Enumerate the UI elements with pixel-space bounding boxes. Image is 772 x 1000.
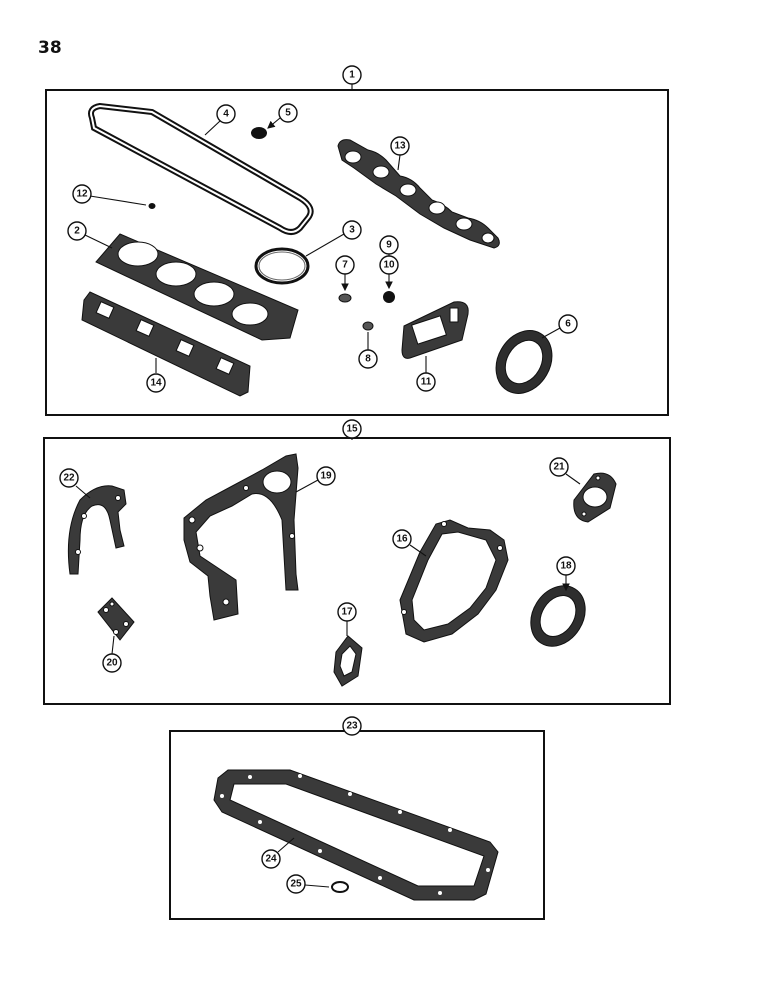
cylinder-head-gasket bbox=[95, 233, 299, 341]
callout-18: 18 bbox=[556, 556, 576, 576]
small-plug bbox=[148, 203, 156, 209]
front-cover-seal-gasket bbox=[67, 485, 127, 575]
svg-text:22: 22 bbox=[63, 473, 75, 484]
svg-text:19: 19 bbox=[320, 471, 332, 482]
plug-9-10 bbox=[383, 291, 395, 303]
o-ring-seal bbox=[254, 247, 310, 285]
callout-11: 11 bbox=[416, 372, 436, 392]
exhaust-manifold-gasket bbox=[337, 139, 500, 249]
svg-text:12: 12 bbox=[76, 189, 88, 200]
callout-kit-23: 23 bbox=[342, 716, 362, 736]
svg-text:7: 7 bbox=[342, 260, 348, 271]
water-pump-gasket bbox=[399, 519, 509, 643]
oil-seal bbox=[495, 330, 553, 394]
svg-text:3: 3 bbox=[349, 225, 355, 236]
callout-10: 10 bbox=[379, 255, 399, 275]
kit-23-panel: 23 bbox=[169, 716, 545, 920]
callout-21: 21 bbox=[549, 457, 569, 477]
svg-text:18: 18 bbox=[560, 561, 572, 572]
svg-text:2: 2 bbox=[74, 226, 80, 237]
callout-16: 16 bbox=[392, 529, 412, 549]
grommet bbox=[251, 127, 267, 139]
drain-plug-o-ring bbox=[331, 881, 349, 893]
washer-8 bbox=[362, 321, 374, 331]
kit-15-panel: 15 bbox=[43, 419, 671, 705]
svg-text:14: 14 bbox=[150, 378, 162, 389]
seal-ring bbox=[530, 585, 586, 647]
svg-text:9: 9 bbox=[386, 240, 392, 251]
callout-6: 6 bbox=[558, 314, 578, 334]
callout-14: 14 bbox=[146, 373, 166, 393]
svg-text:15: 15 bbox=[346, 424, 358, 435]
svg-text:16: 16 bbox=[396, 534, 408, 545]
callout-4: 4 bbox=[216, 104, 236, 124]
svg-text:8: 8 bbox=[365, 354, 371, 365]
timing-cover-gasket bbox=[183, 453, 299, 621]
svg-text:20: 20 bbox=[106, 658, 118, 669]
callout-12: 12 bbox=[72, 184, 92, 204]
kit-1-panel: 1 bbox=[45, 65, 669, 416]
oil-pan-gasket bbox=[213, 769, 499, 901]
svg-text:25: 25 bbox=[290, 879, 302, 890]
callout-24: 24 bbox=[261, 849, 281, 869]
washer-7 bbox=[338, 293, 352, 303]
round-cover-gasket bbox=[573, 472, 617, 523]
svg-text:21: 21 bbox=[553, 462, 565, 473]
callout-3: 3 bbox=[342, 220, 362, 240]
callout-2: 2 bbox=[67, 221, 87, 241]
svg-text:5: 5 bbox=[285, 108, 291, 119]
page-number: 38 bbox=[38, 38, 62, 58]
callout-17: 17 bbox=[337, 602, 357, 622]
svg-text:11: 11 bbox=[421, 377, 432, 388]
callout-20: 20 bbox=[102, 653, 122, 673]
callout-kit-15: 15 bbox=[342, 419, 362, 439]
callout-13: 13 bbox=[390, 136, 410, 156]
callout-8: 8 bbox=[358, 349, 378, 369]
svg-text:13: 13 bbox=[394, 141, 406, 152]
block-off-plate-gasket bbox=[97, 597, 135, 641]
callout-5: 5 bbox=[278, 103, 298, 123]
svg-text:24: 24 bbox=[265, 854, 277, 865]
svg-text:6: 6 bbox=[565, 319, 571, 330]
intake-manifold-gasket bbox=[81, 291, 251, 397]
svg-text:1: 1 bbox=[349, 70, 355, 81]
callout-7: 7 bbox=[335, 255, 355, 275]
callout-9: 9 bbox=[379, 235, 399, 255]
callout-kit-1: 1 bbox=[342, 65, 362, 85]
callout-19: 19 bbox=[316, 466, 336, 486]
svg-text:23: 23 bbox=[346, 721, 358, 732]
svg-text:10: 10 bbox=[383, 260, 395, 271]
callout-25: 25 bbox=[286, 874, 306, 894]
callout-22: 22 bbox=[59, 468, 79, 488]
svg-text:4: 4 bbox=[223, 109, 229, 120]
thermostat-housing-gasket bbox=[401, 301, 469, 359]
svg-text:17: 17 bbox=[341, 607, 353, 618]
small-cover-gasket bbox=[333, 635, 363, 687]
rocker-cover-gasket bbox=[88, 102, 314, 235]
